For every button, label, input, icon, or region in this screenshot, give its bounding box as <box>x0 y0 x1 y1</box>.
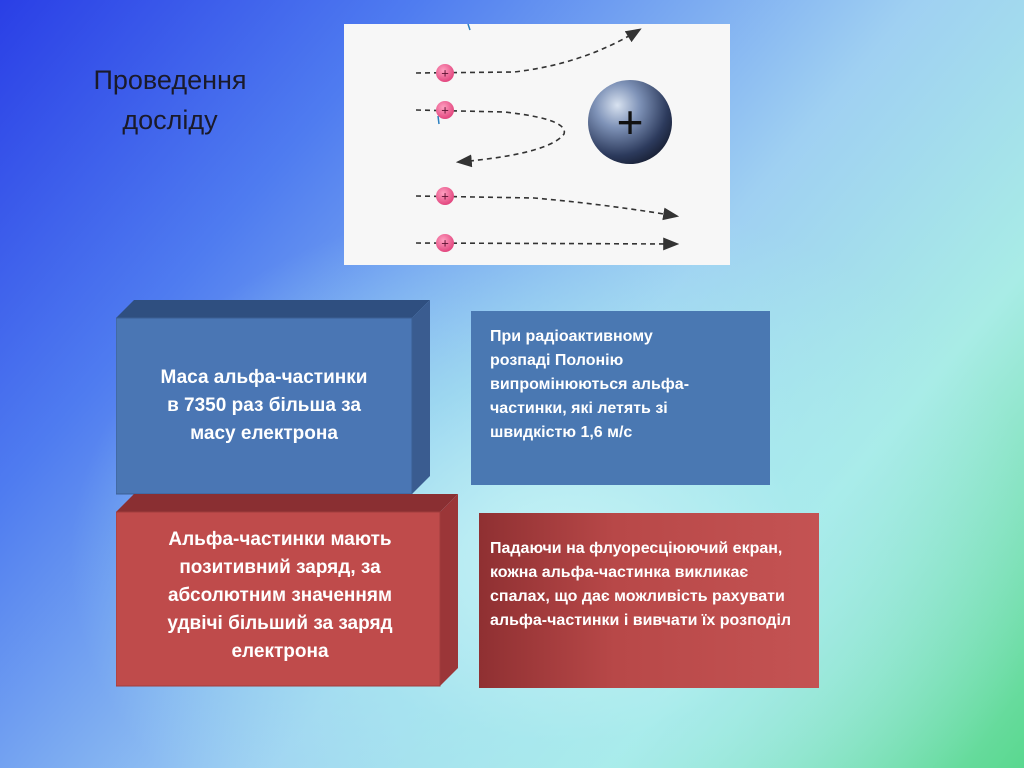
svg-text:+: + <box>441 103 449 118</box>
box-bevel <box>116 300 430 495</box>
rutherford-scattering-figure: + + + + + <box>344 24 730 265</box>
polonium-fact-text: При радіоактивному розпаді Полонію випро… <box>490 328 690 441</box>
trajectory-backscatter <box>415 109 566 168</box>
svg-text:+: + <box>441 189 449 204</box>
trajectory-bottom <box>415 237 680 251</box>
alpha-particle: + <box>436 64 454 82</box>
trajectory-lower <box>415 195 680 221</box>
trajectory-fragment <box>467 24 471 31</box>
box-bevel <box>116 494 458 687</box>
svg-text:+: + <box>441 236 449 251</box>
mass-fact-text: Маса альфа-частинки в 7350 раз більша за… <box>160 367 368 444</box>
slide-title: Проведення досліду <box>93 65 247 135</box>
trajectory-fragment <box>437 115 440 125</box>
screen-fact-box: Падаючи на флуоресціюючий екран, кожна а… <box>479 513 819 688</box>
charge-fact-box: Альфа-частинки мають позитивний заряд, з… <box>116 494 460 690</box>
mass-fact-box: Маса альфа-частинки в 7350 раз більша за… <box>116 300 432 496</box>
charge-fact-text: Альфа-частинки мають позитивний заряд, з… <box>167 529 393 662</box>
trajectory-top <box>415 28 642 74</box>
svg-text:+: + <box>617 96 644 148</box>
alpha-particle: + <box>436 187 454 205</box>
alpha-particle: + <box>436 101 454 119</box>
scattering-diagram: + + + + + <box>415 24 680 252</box>
screen-fact-text: Падаючи на флуоресціюючий екран, кожна а… <box>490 540 792 629</box>
atomic-nucleus: + <box>588 80 672 164</box>
alpha-particle: + <box>436 234 454 252</box>
svg-text:+: + <box>441 66 449 81</box>
polonium-fact-box: При радіоактивному розпаді Полонію випро… <box>471 311 770 485</box>
